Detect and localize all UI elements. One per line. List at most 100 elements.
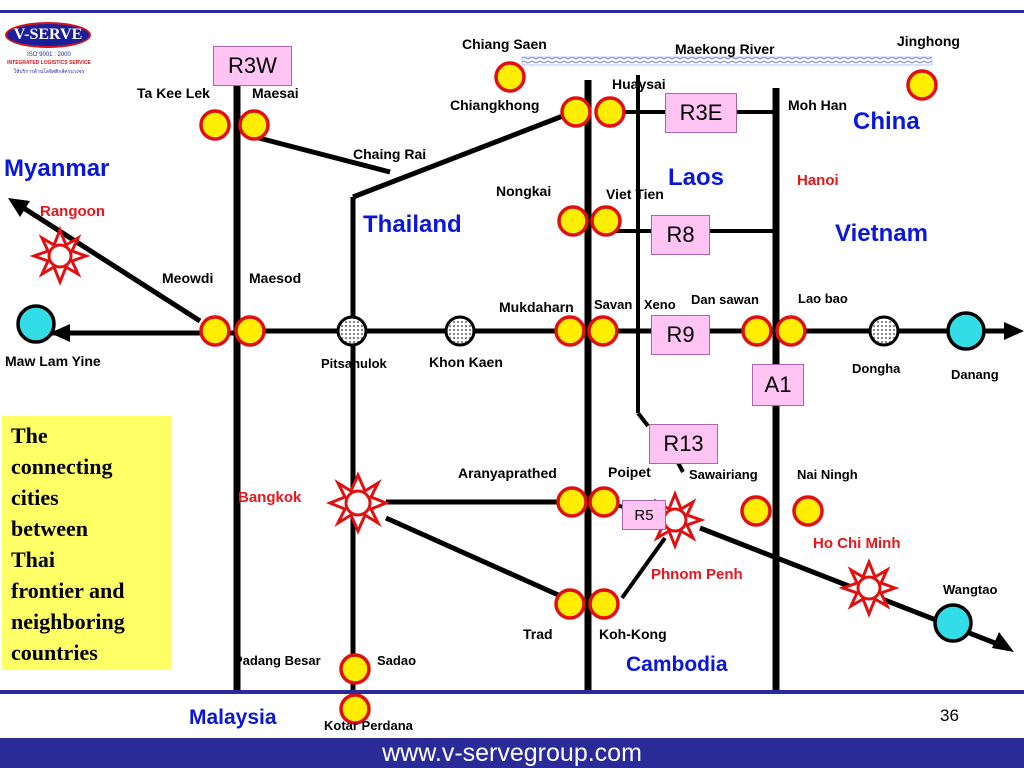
maekong-river-band [521, 56, 933, 66]
route-label-r8: R8 [651, 215, 710, 255]
route-label-r3w: R3W [213, 46, 292, 86]
marker-dongha [868, 315, 900, 347]
marker-aranyaprathed [556, 486, 588, 518]
city-label-dongha: Dongha [852, 361, 901, 376]
footer-url: www.v-servegroup.com [0, 738, 1024, 768]
city-label-meowdi: Meowdi [162, 270, 214, 286]
bottom-divider-bar [0, 690, 1024, 694]
city-label-moh-han: Moh Han [788, 97, 848, 113]
city-label-jinghong: Jinghong [897, 33, 960, 49]
marker-lao-bao [775, 315, 807, 347]
route-label-r5: R5 [622, 500, 666, 530]
capital-label-ho-chi-minh: Ho Chi Minh [813, 535, 901, 552]
marker-chiang-saen [494, 61, 526, 93]
marker-koh-kong [588, 588, 620, 620]
country-label-vietnam: Vietnam [835, 220, 928, 247]
city-label-savan-xeno: Savan - Xeno [594, 297, 676, 312]
marker-savan-xeno [587, 315, 619, 347]
marker-trad [554, 588, 586, 620]
city-label-huaysai: Huaysai [612, 76, 666, 92]
capital-label-hanoi: Hanoi [797, 172, 839, 189]
logo-brand-text: V-SERVE [5, 22, 91, 48]
marker-ta-kee-lek [199, 109, 231, 141]
route-label-a1: A1 [752, 364, 804, 406]
city-label-sawairiang: Sawairiang [689, 467, 758, 482]
country-label-myanmar: Myanmar [4, 155, 110, 182]
route-label-r9: R9 [651, 315, 710, 355]
starburst-bangkok [325, 471, 391, 535]
city-label-pitsanulok: Pitsanulok [321, 356, 387, 371]
city-label-chiangkhong: Chiangkhong [450, 97, 540, 113]
country-label-cambodia: Cambodia [626, 653, 728, 676]
city-label-maw-lam-yine: Maw Lam Yine [5, 353, 101, 369]
city-label-khon-kaen: Khon Kaen [429, 354, 503, 370]
country-label-laos: Laos [668, 164, 725, 191]
country-label-china: China [853, 108, 920, 135]
capital-label-bangkok: Bangkok [238, 489, 302, 506]
marker-jinghong [906, 69, 938, 101]
river-label-maekong: Maekong River [675, 41, 775, 57]
marker-poipet [588, 486, 620, 518]
marker-maw-lam-yine [16, 304, 56, 344]
top-divider-bar [0, 10, 1024, 13]
logo-thai-text: ให้บริการด้านโลจิสติกส์ครบวงจร [13, 69, 85, 75]
road-maesai-chaingrai [254, 134, 391, 175]
city-label-maesai: Maesai [252, 85, 299, 101]
marker-maesai [238, 109, 270, 141]
city-label-aranyaprathed: Aranyaprathed [458, 465, 557, 481]
road-r13-bend [636, 411, 650, 428]
road-chaingrai-chiangkhong [352, 111, 569, 200]
country-label-thailand: Thailand [363, 211, 462, 238]
marker-kotar-perdana [339, 693, 371, 725]
marker-nongkai [557, 205, 589, 237]
marker-dan-sawan [741, 315, 773, 347]
page-number: 36 [940, 706, 959, 725]
arrow-to-rangoon [8, 198, 30, 217]
marker-danang [946, 311, 986, 351]
marker-wangtao [933, 603, 973, 643]
marker-sawairiang [740, 495, 772, 527]
city-label-viet-tien: Viet Tien [606, 186, 664, 202]
marker-sadao [339, 653, 371, 685]
city-label-lao-bao: Lao bao [798, 291, 848, 306]
arrow-to-danang [1004, 322, 1024, 340]
marker-chiangkhong [560, 96, 592, 128]
city-label-koh-kong: Koh-Kong [599, 626, 667, 642]
city-label-danang: Danang [951, 367, 999, 382]
city-label-wangtao: Wangtao [943, 582, 998, 597]
city-label-chaing-rai: Chaing Rai [353, 146, 427, 162]
arrow-beyond-wangtao [992, 632, 1014, 652]
route-label-r13: R13 [649, 424, 718, 464]
city-label-mukdaharn: Mukdaharn [499, 299, 574, 315]
logo-tagline: INTEGRATED LOGISTICS SERVICE [7, 60, 91, 66]
marker-mukdaharn [554, 315, 586, 347]
country-label-malaysia: Malaysia [189, 706, 277, 729]
starburst-ho-chi-minh [838, 557, 900, 619]
capital-label-phnom-penh: Phnom Penh [651, 566, 743, 583]
city-label-ta-kee-lek: Ta Kee Lek [137, 85, 210, 101]
city-label-maesod: Maesod [249, 270, 302, 286]
route-label-r3e: R3E [665, 93, 737, 133]
capital-label-rangoon: Rangoon [40, 203, 105, 220]
marker-maesod [234, 315, 266, 347]
marker-meowdi [199, 315, 231, 347]
city-label-chiang-saen: Chiang Saen [462, 36, 547, 52]
marker-viet-tien [590, 205, 622, 237]
city-label-poipet: Poipet [608, 464, 651, 480]
caption-box: The connecting cities between Thai front… [2, 416, 172, 670]
logo-iso-text: ISO 9001 : 2000 [27, 52, 71, 58]
city-label-dan-sawan: Dan sawan [691, 292, 759, 307]
road-to-rangoon [20, 204, 202, 324]
marker-nai-ningh [792, 495, 824, 527]
road-kohkong-phnompenh [620, 536, 667, 600]
city-label-kotar-perdana: Kotar Perdana [324, 718, 413, 733]
road-bangkok-trad [384, 515, 567, 601]
city-label-nongkai: Nongkai [496, 183, 552, 199]
marker-huaysai [594, 96, 626, 128]
city-label-trad: Trad [523, 626, 553, 642]
starburst-rangoon [29, 225, 91, 287]
marker-khon-kaen [444, 315, 476, 347]
city-label-nai-ningh: Nai Ningh [797, 467, 858, 482]
marker-pitsanulok [336, 315, 368, 347]
